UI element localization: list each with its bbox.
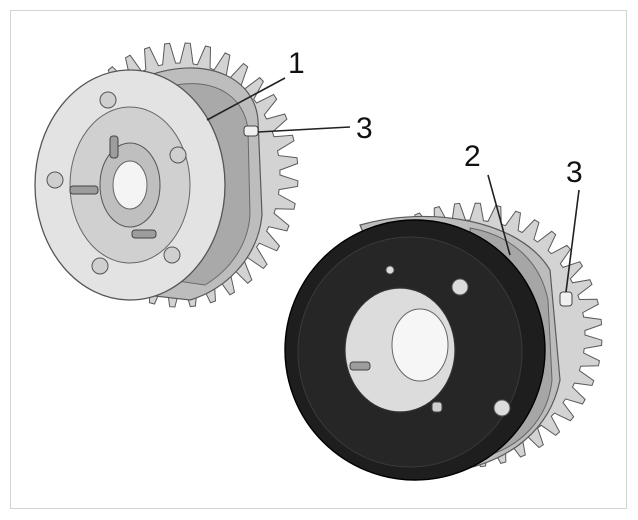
bolt-icon <box>46 171 64 189</box>
bolt-icon <box>169 146 187 164</box>
pin-icon <box>109 135 119 159</box>
adjuster-right-bore <box>391 308 449 382</box>
leader-line-3b <box>565 189 580 293</box>
callout-3-left: 3 <box>356 112 373 145</box>
adjuster-left-bore <box>112 160 148 210</box>
callout-3-right: 3 <box>566 156 583 189</box>
leader-line-1 <box>206 77 286 121</box>
pin-icon <box>69 185 99 195</box>
leader-line-3a <box>257 126 351 133</box>
pin-icon <box>349 361 371 371</box>
hole-icon <box>451 278 469 296</box>
pin-icon <box>431 401 443 413</box>
hole-icon <box>385 265 395 275</box>
pin-icon <box>131 229 157 239</box>
leader-line-2 <box>487 174 511 256</box>
callout-2: 2 <box>464 140 481 173</box>
hole-icon <box>493 399 511 417</box>
locating-pin-right <box>559 291 573 307</box>
locating-pin-left <box>243 125 259 137</box>
adjuster-left <box>34 42 299 308</box>
callout-1: 1 <box>288 47 305 80</box>
bolt-icon <box>99 91 117 109</box>
bolt-icon <box>91 257 109 275</box>
bolt-icon <box>163 246 181 264</box>
adjuster-right <box>284 202 603 481</box>
